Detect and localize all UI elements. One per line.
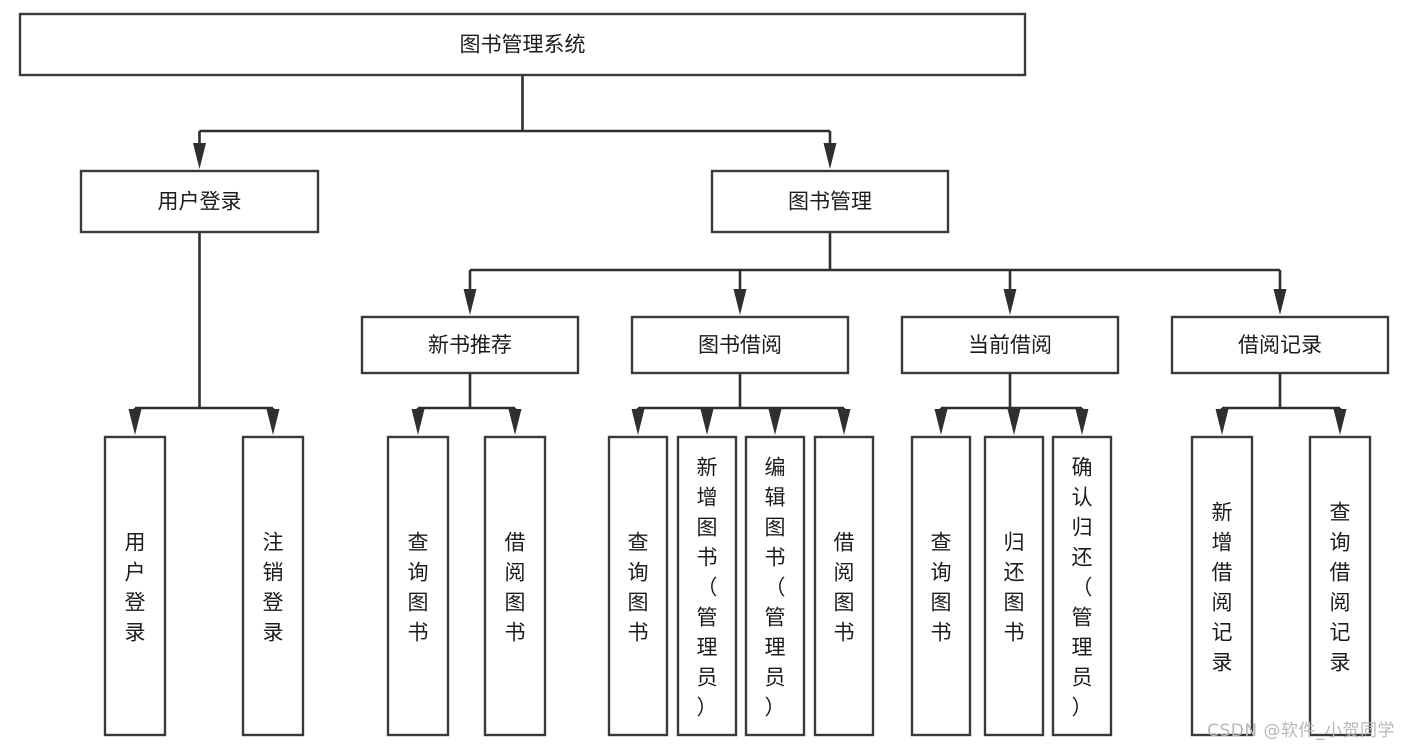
node-label: 新增借阅记录 [1212, 500, 1233, 674]
node-label: 用户登录 [125, 530, 146, 644]
arrow-head-icon [411, 409, 425, 435]
arrow-head-icon [1273, 289, 1287, 315]
node-root[interactable]: 图书管理系统 [18, 12, 1027, 77]
connector-layer [128, 75, 1347, 435]
node-label: 图书借阅 [698, 333, 782, 357]
arrow-head-icon [463, 289, 477, 315]
arrow-head-icon [1075, 409, 1089, 435]
node-user-login[interactable]: 用户登录 [79, 169, 320, 234]
node-box [1190, 435, 1254, 737]
arrow-head-icon [128, 409, 142, 435]
node-label: 确认归还（管理员） [1072, 455, 1093, 719]
node-leaf-logout[interactable]: 注销登录 [241, 435, 305, 737]
arrow-head-icon [266, 409, 280, 435]
node-box [607, 435, 669, 737]
node-label: 查询图书 [408, 530, 429, 644]
node-leaf-borrow-book-2[interactable]: 借阅图书 [813, 435, 875, 737]
node-leaf-borrow-book-1[interactable]: 借阅图书 [483, 435, 547, 737]
node-box [1308, 435, 1372, 737]
node-book-borrow[interactable]: 图书借阅 [630, 315, 850, 375]
node-box [1170, 315, 1390, 375]
node-book-manage[interactable]: 图书管理 [710, 169, 950, 234]
arrow-head-icon [631, 409, 645, 435]
arrow-head-icon [700, 409, 714, 435]
arrow-head-icon [1003, 289, 1017, 315]
node-label: 图书管理 [788, 190, 872, 214]
node-box [360, 315, 580, 375]
node-box [18, 12, 1027, 77]
node-new-book-rec[interactable]: 新书推荐 [360, 315, 580, 375]
node-label: 编辑图书（管理员） [765, 455, 786, 719]
node-label: 查询借阅记录 [1330, 500, 1351, 674]
node-box [744, 435, 806, 737]
node-leaf-edit-book[interactable]: 编辑图书（管理员） [744, 435, 806, 737]
node-label: 新增图书（管理员） [697, 455, 718, 719]
node-leaf-query-book-3[interactable]: 查询图书 [910, 435, 972, 737]
node-label: 归还图书 [1004, 530, 1025, 644]
arrow-head-icon [837, 409, 851, 435]
node-label: 借阅图书 [834, 530, 855, 644]
arrow-head-icon [823, 143, 837, 169]
node-leaf-query-book-2[interactable]: 查询图书 [607, 435, 669, 737]
node-box [983, 435, 1045, 737]
node-borrow-record[interactable]: 借阅记录 [1170, 315, 1390, 375]
node-label: 查询图书 [628, 530, 649, 644]
node-box [483, 435, 547, 737]
arrow-head-icon [508, 409, 522, 435]
arrow-head-icon [193, 143, 206, 169]
node-box [386, 435, 450, 737]
arrow-head-icon [733, 289, 747, 315]
arrow-head-icon [1333, 409, 1347, 435]
node-box [710, 169, 950, 234]
node-box [630, 315, 850, 375]
node-box [676, 435, 738, 737]
arrow-head-icon [768, 409, 782, 435]
node-label: 查询图书 [931, 530, 952, 644]
node-layer: 图书管理系统用户登录图书管理新书推荐图书借阅当前借阅借阅记录用户登录注销登录查询… [18, 12, 1390, 737]
node-label: 当前借阅 [968, 333, 1052, 357]
node-leaf-query-book-1[interactable]: 查询图书 [386, 435, 450, 737]
node-box [813, 435, 875, 737]
node-box [103, 435, 167, 737]
node-box [910, 435, 972, 737]
node-leaf-return-book[interactable]: 归还图书 [983, 435, 1045, 737]
node-box [1051, 435, 1113, 737]
node-label: 借阅图书 [505, 530, 526, 644]
node-current-borrow[interactable]: 当前借阅 [900, 315, 1120, 375]
node-box [79, 169, 320, 234]
node-box [241, 435, 305, 737]
arrow-head-icon [934, 409, 948, 435]
node-label: 借阅记录 [1238, 333, 1322, 357]
arrow-head-icon [1007, 409, 1021, 435]
node-leaf-user-login[interactable]: 用户登录 [103, 435, 167, 737]
node-leaf-add-book[interactable]: 新增图书（管理员） [676, 435, 738, 737]
node-label: 图书管理系统 [460, 33, 586, 57]
node-label: 注销登录 [263, 530, 284, 644]
node-leaf-query-record[interactable]: 查询借阅记录 [1308, 435, 1372, 737]
node-label: 新书推荐 [428, 333, 512, 357]
node-leaf-add-record[interactable]: 新增借阅记录 [1190, 435, 1254, 737]
arrow-head-icon [1215, 409, 1229, 435]
node-label: 用户登录 [158, 190, 242, 214]
node-leaf-confirm-return[interactable]: 确认归还（管理员） [1051, 435, 1113, 737]
node-box [900, 315, 1120, 375]
